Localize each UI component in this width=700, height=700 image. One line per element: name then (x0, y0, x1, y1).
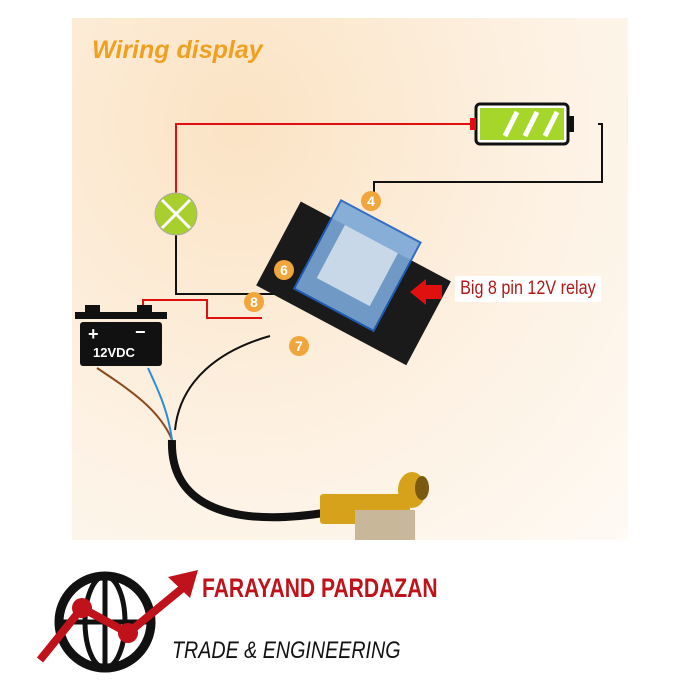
pin-6-badge: 6 (274, 260, 294, 280)
pin-4-badge: 4 (361, 191, 381, 211)
svg-text:−: − (135, 322, 146, 342)
battery-icon (470, 102, 574, 146)
arrow-icon (410, 279, 442, 305)
battery-voltage-label: 12VDC (93, 345, 135, 360)
wire-brown (96, 367, 173, 441)
diagram-title: Wiring display (92, 36, 263, 64)
relay-label: Big 8 pin 12V relay (455, 276, 601, 302)
wire-blue (147, 367, 173, 441)
wire-black-battery-pin4 (373, 123, 603, 206)
sensor-cable (167, 439, 331, 522)
pin-7-badge: 7 (289, 336, 309, 356)
brand-tagline: TRADE & ENGINEERING (172, 637, 401, 664)
wire-red-lamp-battery (175, 123, 472, 200)
svg-text:+: + (88, 324, 99, 344)
pin-8-badge: 8 (244, 292, 264, 312)
brand-name: FARAYAND PARDAZAN (202, 573, 438, 603)
sensor-icon (320, 472, 429, 540)
wire-black-sensor (174, 335, 271, 431)
lamp-icon (154, 192, 198, 236)
relay-icon (256, 198, 451, 366)
dc-battery-icon: + − (75, 305, 167, 366)
logo-globe-icon (36, 570, 198, 673)
